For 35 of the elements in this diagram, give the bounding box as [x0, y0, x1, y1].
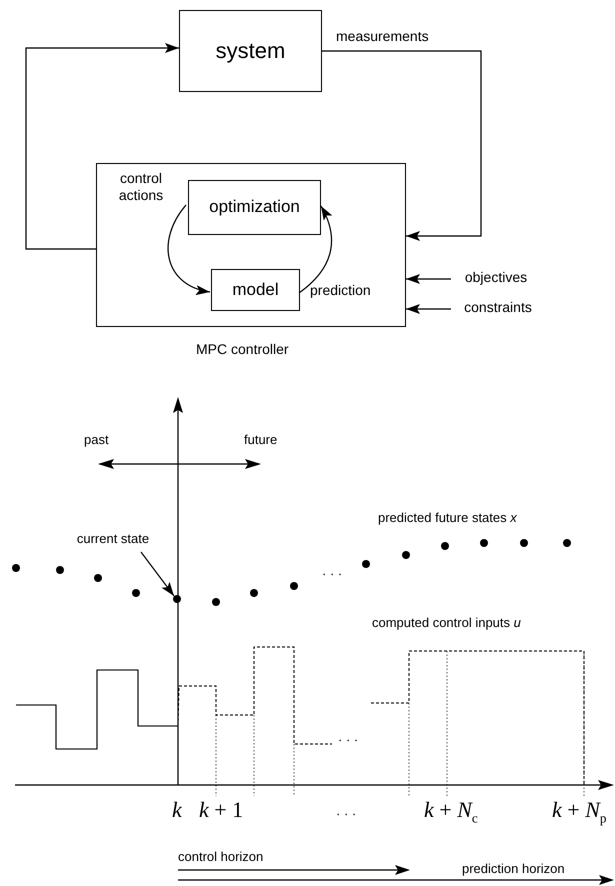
annotation-label: control horizon [178, 849, 264, 865]
arrow [298, 206, 332, 294]
edge-label: control actions [118, 170, 164, 204]
annotation-label: prediction horizon [462, 861, 565, 877]
annotation-label: computed control inputs u [372, 615, 521, 631]
annotation-label: · · · [322, 566, 342, 582]
arrow [406, 304, 451, 314]
annotation-label: future [244, 432, 278, 448]
arrow [406, 274, 451, 284]
time-step-label: k + N$_{c}$ [424, 797, 478, 826]
current-state-dot [173, 595, 181, 603]
annotation-label: · · · [336, 806, 356, 822]
block-label: system [216, 38, 286, 64]
time-step-label: k + N$_{p}$ [552, 797, 606, 826]
block-label: model [232, 280, 279, 300]
input-label: current state [76, 532, 150, 546]
leader-line [140, 552, 174, 596]
arrow [322, 50, 482, 241]
input-label: constraints [464, 300, 532, 316]
process-box [179, 10, 322, 92]
input-label: objectives [464, 270, 528, 286]
box-caption: MPC controller [196, 341, 289, 357]
edge-label: prediction [310, 282, 371, 299]
process-box [188, 180, 321, 235]
block-label: optimization [209, 198, 300, 217]
edge-label: measurements [336, 28, 429, 45]
annotation-label: · · · [338, 732, 358, 748]
controller-box [96, 163, 406, 327]
time-step-label: k + 1 [199, 797, 244, 824]
annotation-label: predicted future states x [378, 510, 517, 526]
annotation-label: past [84, 432, 109, 448]
arrow [168, 204, 210, 294]
process-box [211, 269, 300, 311]
arrow [25, 43, 179, 250]
time-step-label: k [172, 797, 182, 824]
